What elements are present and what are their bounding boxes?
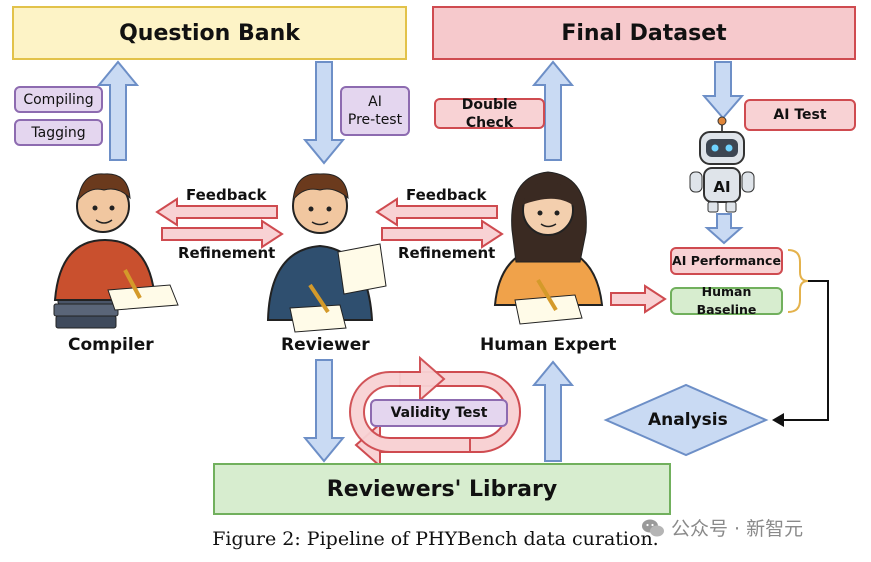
compiling-tag: Compiling	[14, 86, 103, 113]
tagging-tag: Tagging	[14, 119, 103, 146]
arrow-compiler-to-bank	[96, 60, 140, 161]
figure-caption: Figure 2: Pipeline of PHYBench data cura…	[212, 528, 659, 550]
double-check-tag: Double Check	[434, 97, 545, 131]
arrow-refinement-1	[161, 219, 284, 249]
watermark: 公众号 · 新智元	[641, 514, 803, 541]
refinement-label-2: Refinement	[398, 244, 496, 262]
arrow-reviewer-to-library	[302, 359, 346, 463]
validity-loop	[349, 355, 521, 469]
bracket	[787, 249, 809, 313]
connector-arrowhead	[772, 413, 784, 427]
arrow-bank-to-reviewer	[302, 61, 346, 165]
reviewers-library-box: Reviewers' Library	[213, 463, 671, 515]
arrow-expert-to-baseline	[610, 284, 667, 314]
arrow-robot-to-performance	[704, 213, 744, 245]
arrow-refinement-2	[381, 219, 504, 249]
arrow-library-to-expert	[531, 360, 575, 462]
reviewer-label: Reviewer	[281, 335, 370, 355]
analysis-diamond	[603, 383, 769, 457]
watermark-text: 公众号 · 新智元	[671, 518, 804, 540]
robot-icon	[689, 116, 755, 213]
reviewer-figure	[266, 173, 387, 333]
feedback-label-1: Feedback	[186, 186, 267, 204]
final-dataset-box: Final Dataset	[432, 6, 856, 60]
human-expert-figure	[493, 171, 604, 325]
arrow-expert-to-final	[531, 60, 575, 161]
connector-to-analysis	[782, 280, 829, 421]
compiler-figure	[53, 173, 179, 329]
arrow-feedback-1	[155, 197, 278, 227]
arrow-feedback-2	[375, 197, 498, 227]
arrow-final-to-robot	[701, 61, 745, 120]
validity-test-tag: Validity Test	[370, 399, 508, 427]
feedback-label-2: Feedback	[406, 186, 487, 204]
refinement-label-1: Refinement	[178, 244, 276, 262]
ai-test-tag: AI Test	[744, 99, 856, 131]
ai-performance-tag: AI Performance	[670, 247, 783, 275]
human-baseline-tag: Human Baseline	[670, 284, 783, 317]
compiler-label: Compiler	[68, 335, 154, 355]
human-expert-label: Human Expert	[480, 335, 617, 355]
ai-pretest-tag: AI Pre-test	[340, 86, 410, 136]
wechat-icon	[642, 519, 664, 536]
ai-pretest-line2: Pre-test	[347, 112, 403, 128]
ai-pretest-line1: AI	[368, 94, 382, 110]
analysis-label: Analysis	[648, 410, 728, 430]
question-bank-box: Question Bank	[12, 6, 407, 60]
robot-badge: AI	[713, 178, 730, 196]
